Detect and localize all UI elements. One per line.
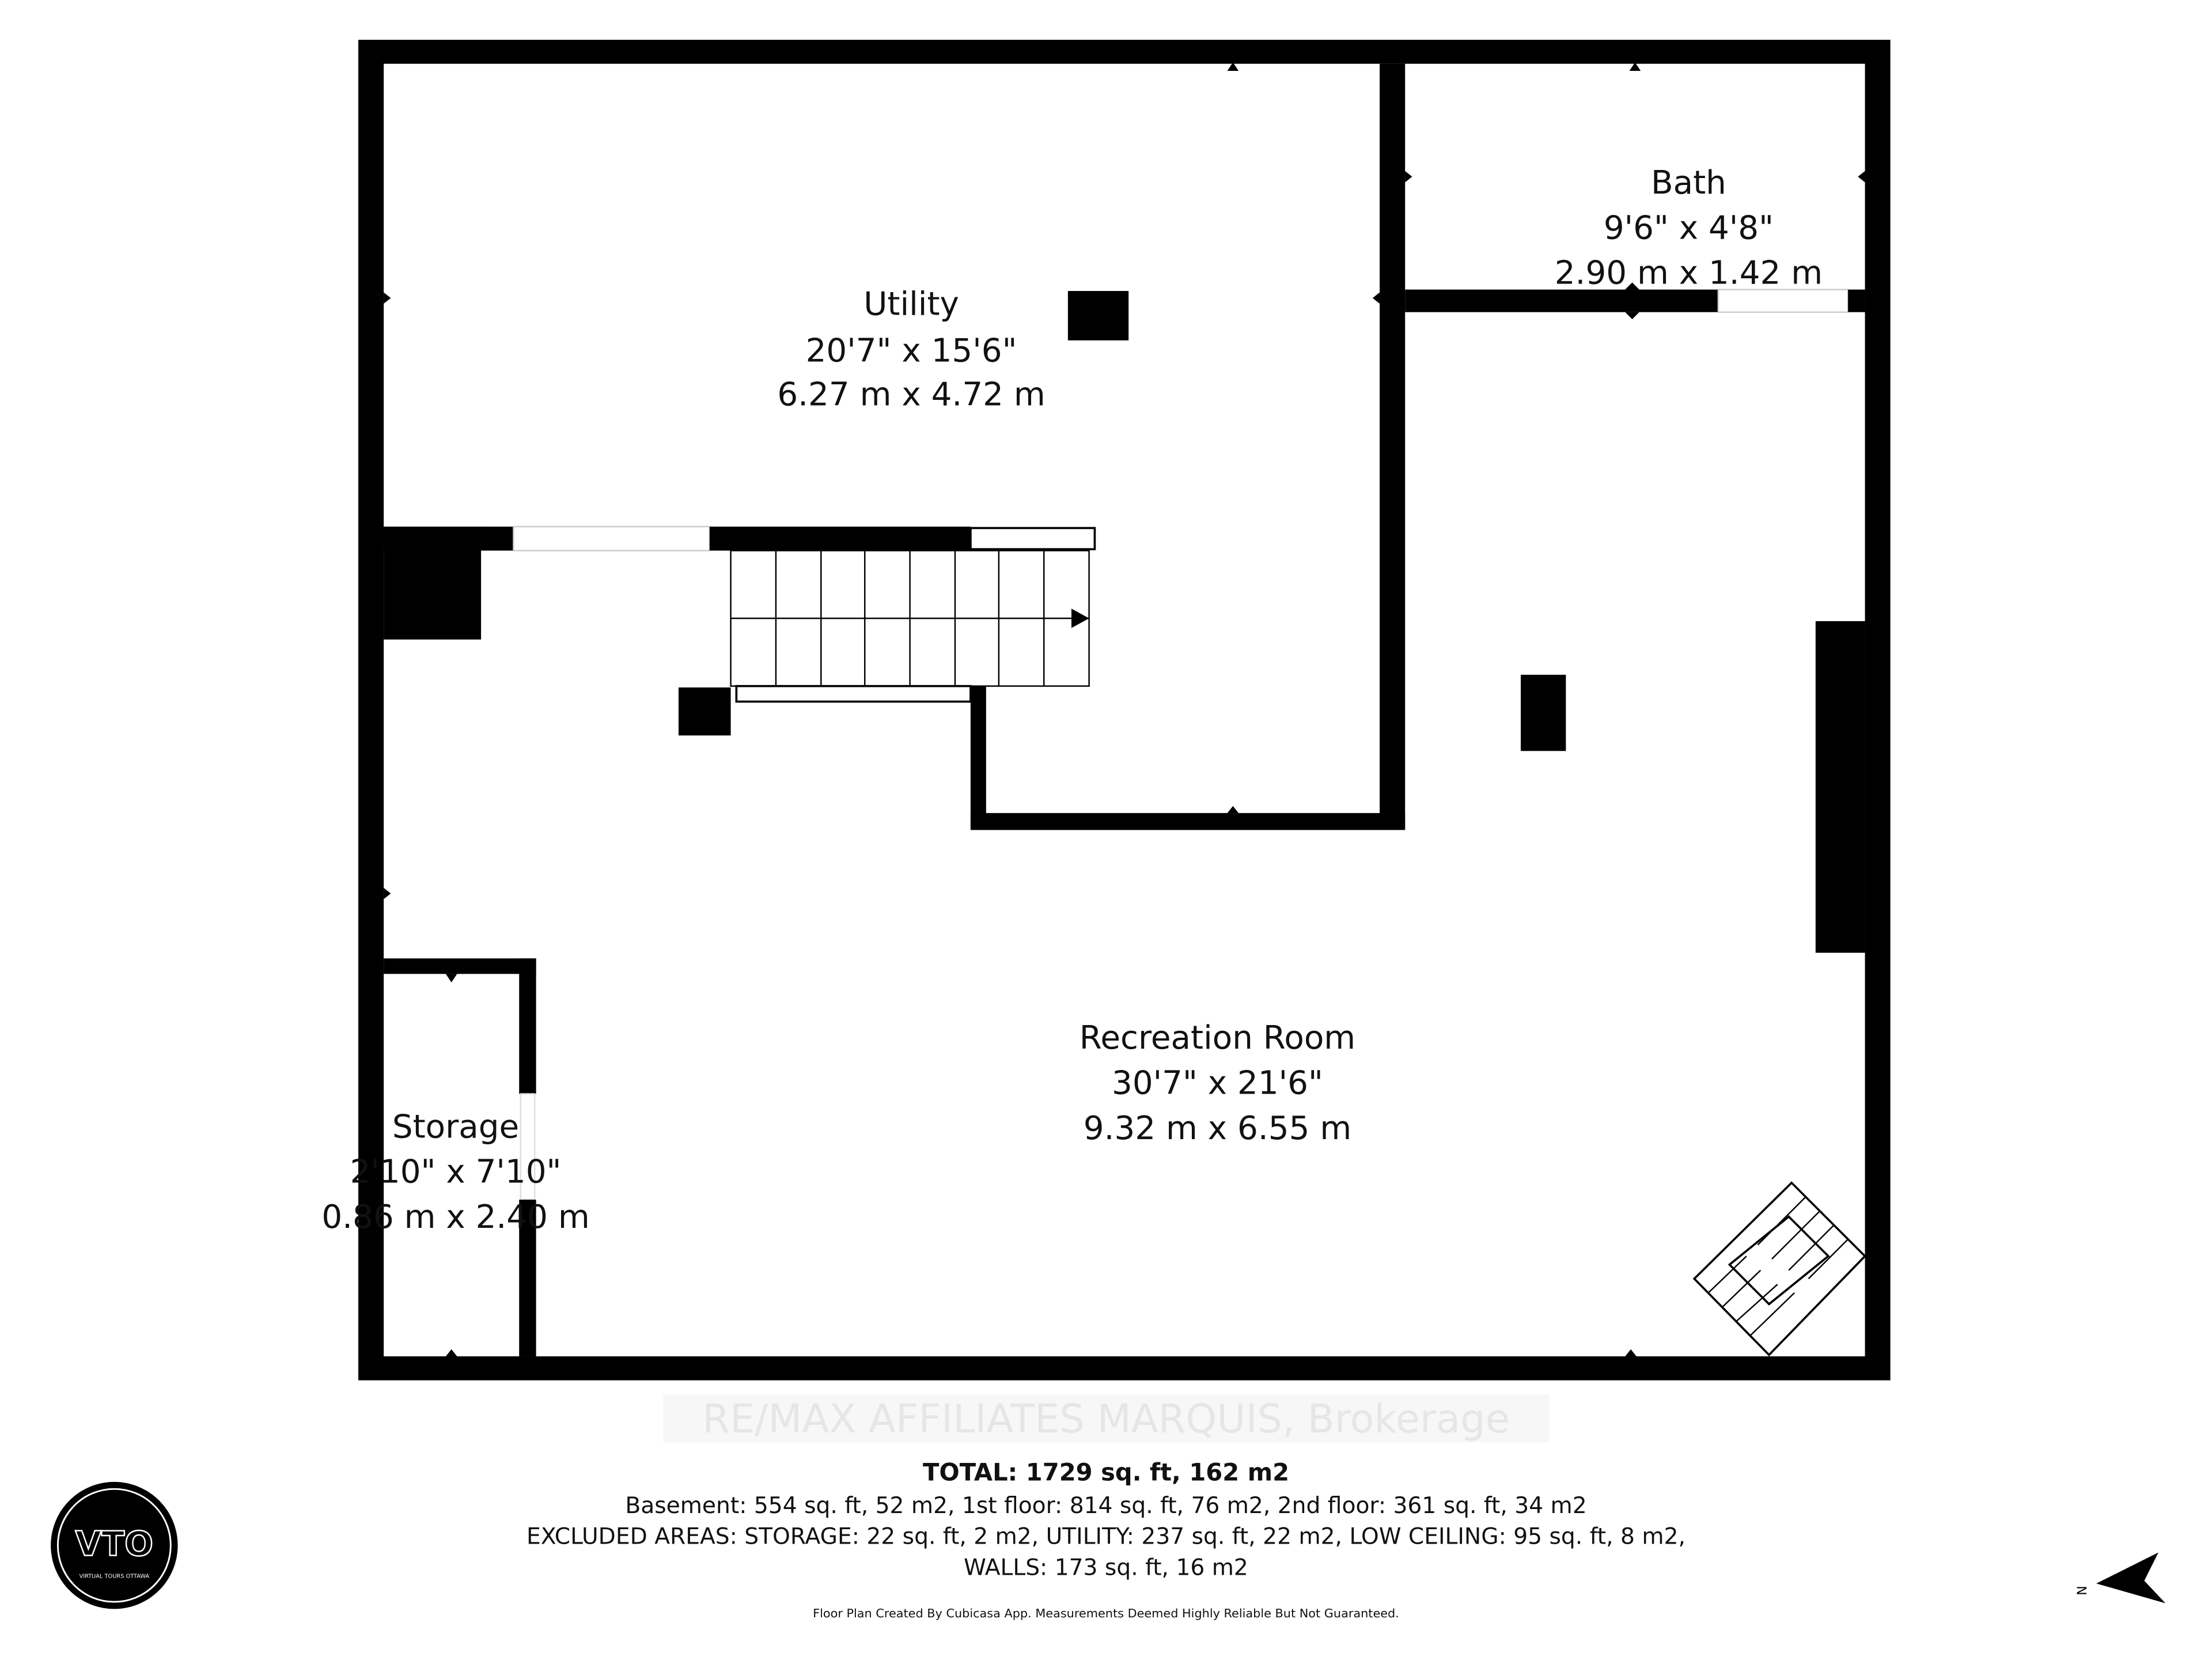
vto-logo: VTO VIRTUAL TOURS OTTAWA xyxy=(51,1481,178,1609)
room-imperial: 9'6" x 4'8" xyxy=(1604,209,1774,247)
room-utility: Utility 20'7" x 15'6" 6.27 m x 4.72 m xyxy=(777,286,1045,414)
room-bath: Bath 9'6" x 4'8" 2.90 m x 1.42 m xyxy=(1555,164,1823,292)
stair-arrow-icon xyxy=(1071,608,1089,628)
disclaimer: Floor Plan Created By Cubicasa App. Meas… xyxy=(813,1606,1399,1620)
room-metric: 2.90 m x 1.42 m xyxy=(1555,255,1823,292)
room-storage: Storage 2'10" x 7'10" 0.86 m x 2.40 m xyxy=(321,1108,589,1236)
logo-subtext: VIRTUAL TOURS OTTAWA xyxy=(79,1573,150,1579)
room-recreation: Recreation Room 30'7" x 21'6" 9.32 m x 6… xyxy=(1080,1019,1355,1147)
staircase xyxy=(730,550,1090,703)
walls-area: WALLS: 173 sq. ft, 16 m2 xyxy=(964,1555,1248,1581)
room-name: Storage xyxy=(392,1108,519,1145)
room-imperial: 20'7" x 15'6" xyxy=(806,332,1017,369)
total-area: TOTAL: 1729 sq. ft, 162 m2 xyxy=(923,1458,1289,1486)
watermark-background xyxy=(663,1394,1549,1443)
room-metric: 0.86 m x 2.40 m xyxy=(321,1198,589,1236)
north-arrow-icon: N xyxy=(2075,1552,2166,1604)
room-name: Bath xyxy=(1651,164,1726,202)
floor-areas: Basement: 554 sq. ft, 52 m2, 1st floor: … xyxy=(625,1493,1586,1519)
room-imperial: 30'7" x 21'6" xyxy=(1112,1064,1323,1102)
watermark: RE/MAX AFFILIATES MARQUIS, Brokerage xyxy=(702,1396,1510,1442)
dimension-markers xyxy=(384,62,1865,1356)
room-metric: 6.27 m x 4.72 m xyxy=(777,376,1045,413)
room-name: Utility xyxy=(863,286,959,323)
fireplace-icon xyxy=(1692,1181,1867,1357)
compass-label: N xyxy=(2075,1586,2090,1595)
room-metric: 9.32 m x 6.55 m xyxy=(1084,1110,1351,1147)
area-summary: TOTAL: 1729 sq. ft, 162 m2 Basement: 554… xyxy=(527,1458,1685,1620)
logo-text: VTO xyxy=(75,1523,154,1563)
room-name: Recreation Room xyxy=(1080,1019,1355,1057)
excluded-areas: EXCLUDED AREAS: STORAGE: 22 sq. ft, 2 m2… xyxy=(527,1524,1685,1550)
walls xyxy=(358,40,1891,1381)
room-imperial: 2'10" x 7'10" xyxy=(350,1154,562,1191)
